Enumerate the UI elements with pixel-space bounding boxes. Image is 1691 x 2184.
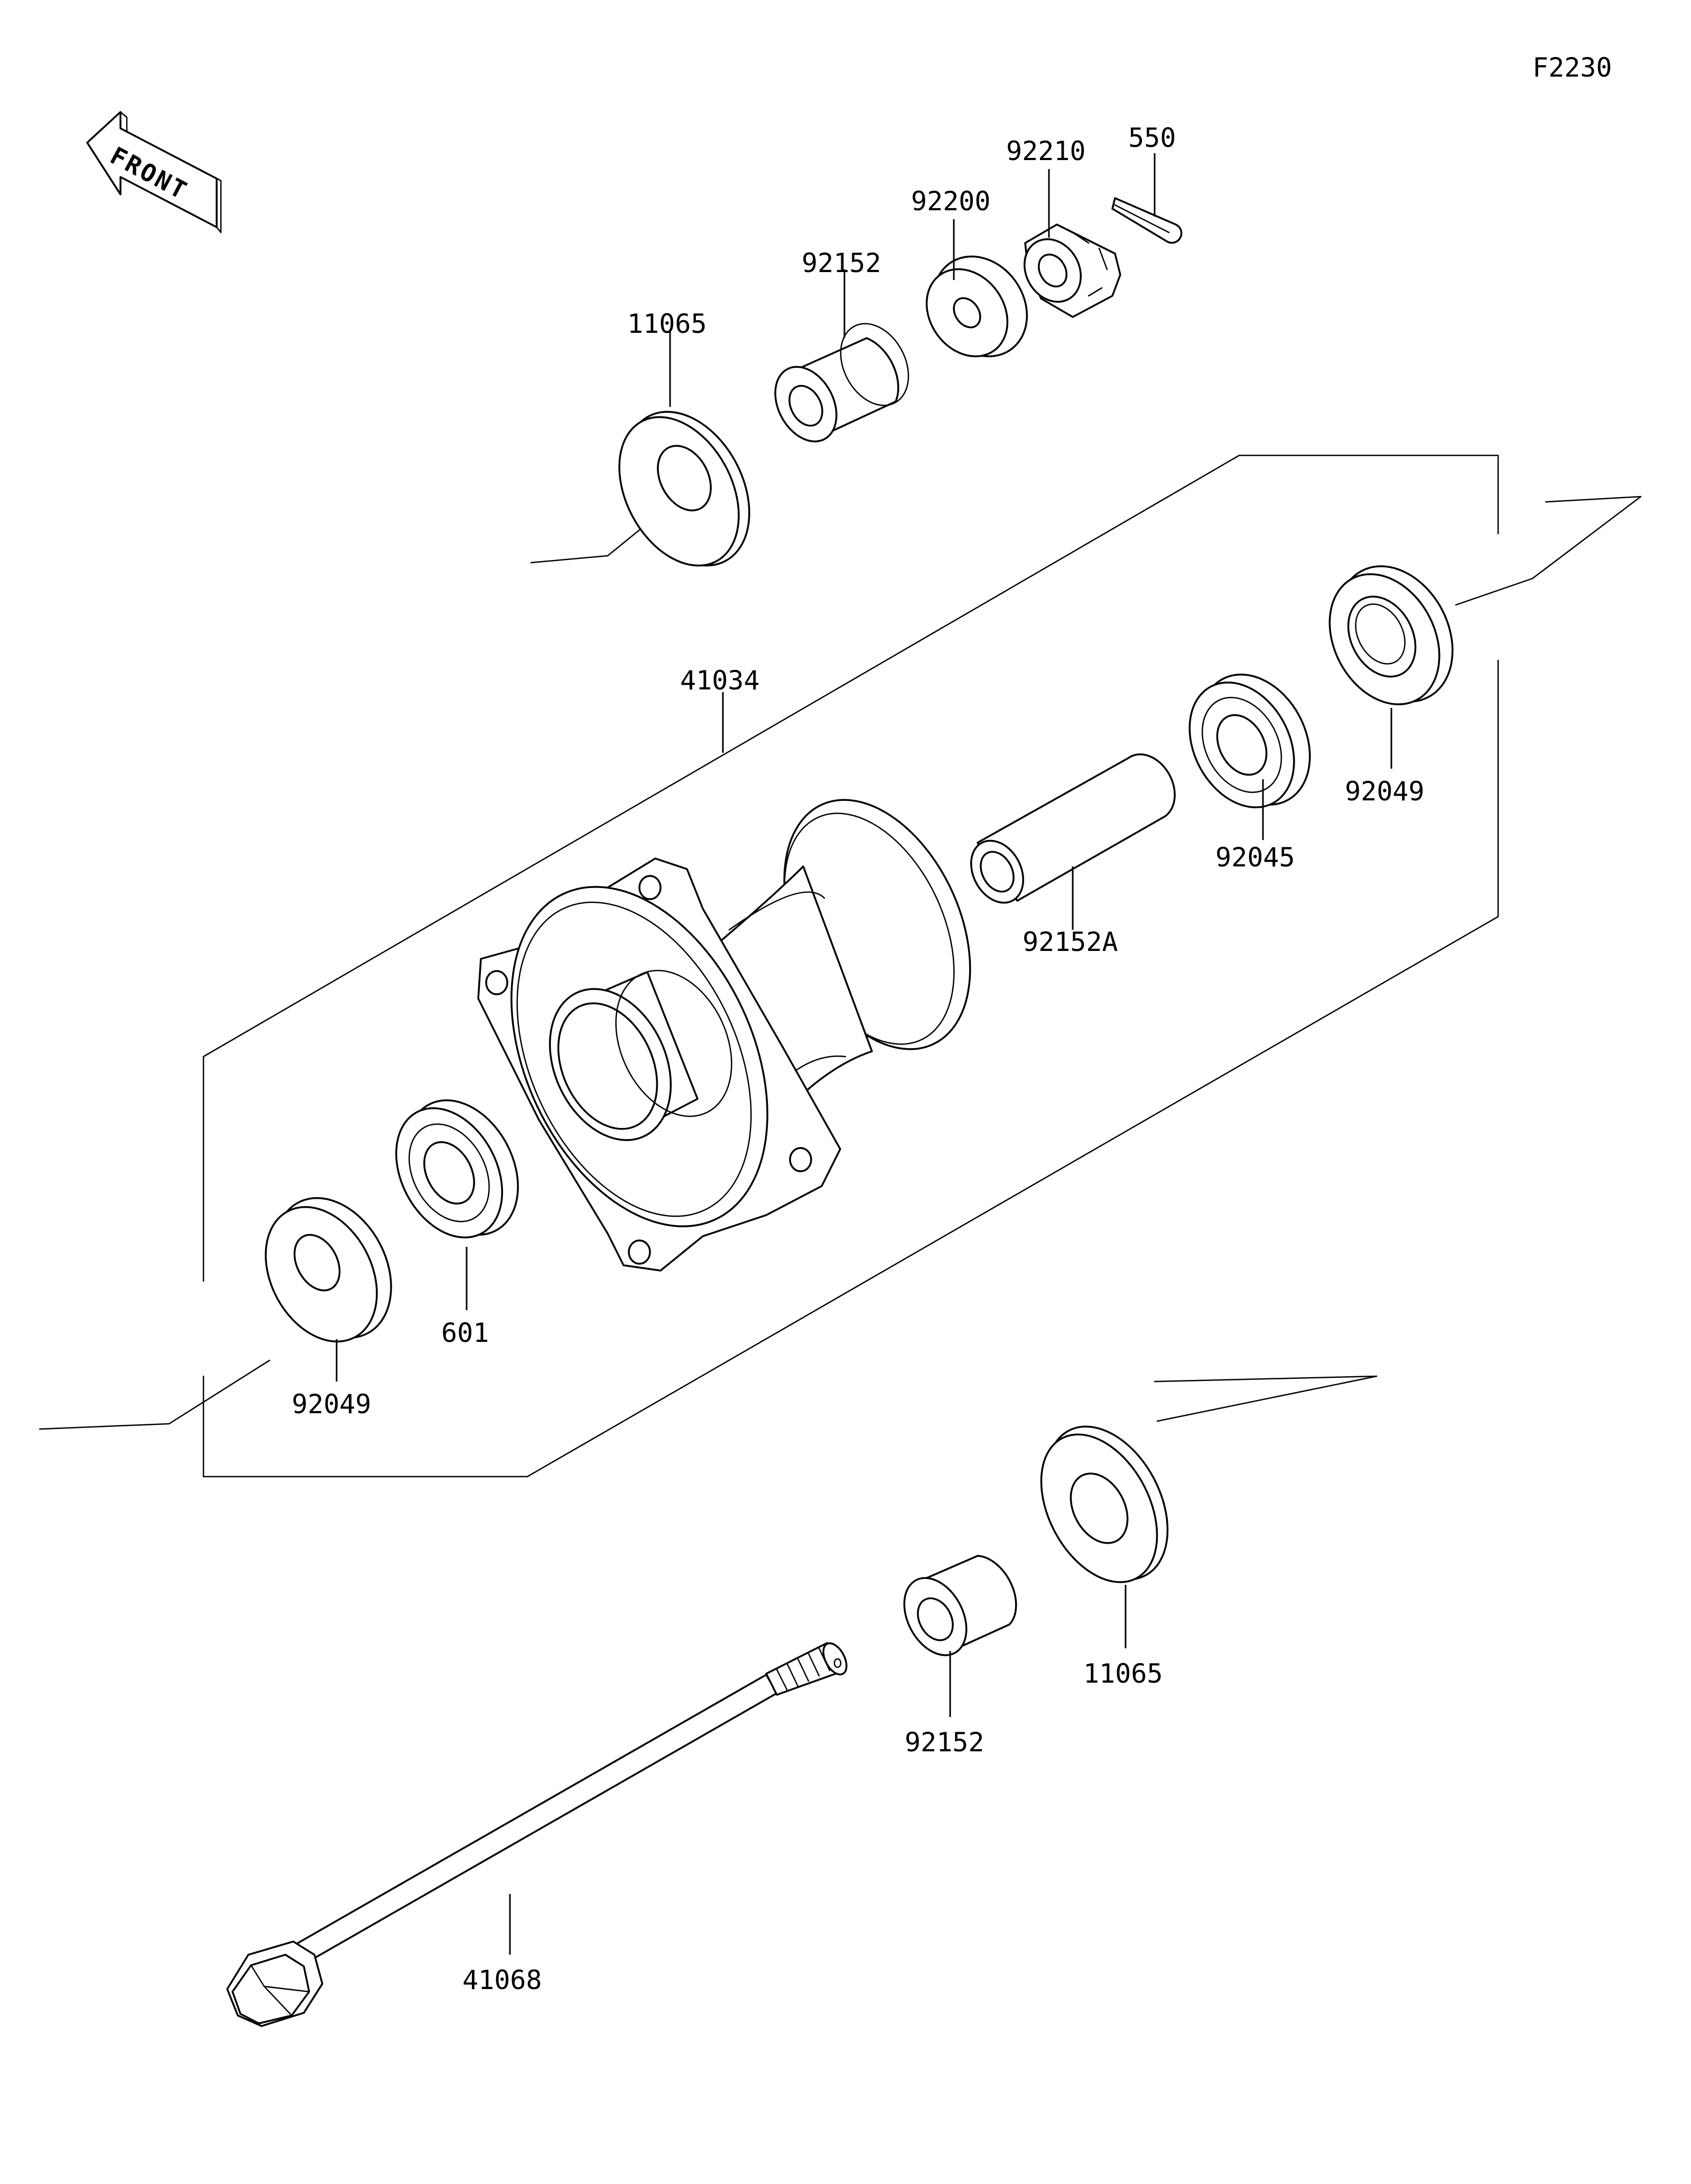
sleeve-92152-bottom xyxy=(903,1555,1017,1656)
callout-550: 550 xyxy=(1128,123,1176,153)
callout-labels: 11065 92152 92200 92210 550 41034 92152A… xyxy=(292,123,1425,1995)
callout-92152A: 92152A xyxy=(1023,927,1118,957)
callout-601: 601 xyxy=(441,1318,489,1348)
sleeve-92152-top xyxy=(774,323,909,443)
axle-centerlines xyxy=(39,490,1642,1430)
washer-92200 xyxy=(925,255,1028,358)
collar-11065-top xyxy=(618,410,750,567)
callout-92049-right: 92049 xyxy=(1345,776,1425,807)
hub-assembly-frame xyxy=(202,454,1499,1478)
front-label: FRONT xyxy=(106,141,193,206)
spacer-92152A xyxy=(970,753,1176,904)
callout-92152-bottom: 92152 xyxy=(905,1727,984,1758)
callout-92049-left: 92049 xyxy=(292,1389,371,1420)
callout-41068: 41068 xyxy=(462,1965,542,1995)
bearing-92045 xyxy=(1188,674,1311,808)
callout-92200: 92200 xyxy=(911,186,991,217)
castle-nut-92210 xyxy=(1023,223,1121,318)
hub-41034 xyxy=(477,799,971,1272)
callout-92210: 92210 xyxy=(1006,136,1086,166)
leader-lines xyxy=(336,153,1392,1955)
cotter-pin-550 xyxy=(1111,197,1183,244)
callout-11065-bottom: 11065 xyxy=(1083,1658,1163,1689)
callout-41034: 41034 xyxy=(680,665,760,696)
collar-11065-bottom xyxy=(1040,1425,1169,1583)
callout-92045: 92045 xyxy=(1215,842,1295,873)
seal-92049-right xyxy=(1328,565,1454,705)
callout-92152-top: 92152 xyxy=(802,248,881,278)
front-arrow-icon: FRONT xyxy=(86,111,222,234)
seal-92049-left xyxy=(265,1197,392,1343)
figure-code: F2230 xyxy=(1532,52,1612,83)
callout-11065-top: 11065 xyxy=(627,309,707,339)
bearing-601 xyxy=(395,1099,519,1239)
axle-41068 xyxy=(226,1642,848,2027)
